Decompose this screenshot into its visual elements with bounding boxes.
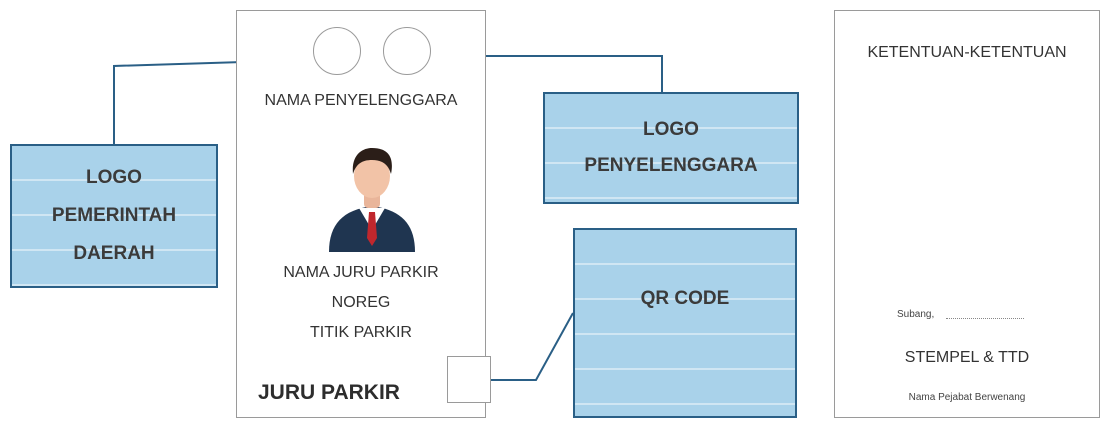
person-avatar-icon	[329, 148, 415, 252]
card-title: JURU PARKIR	[258, 381, 400, 404]
callout-line: QR CODE	[640, 288, 730, 309]
callout-qr-code: QR CODE	[573, 228, 797, 418]
callout-regional-gov-logo: LOGO PEMERINTAH DAERAH	[10, 144, 218, 288]
terms-title: KETENTUAN-KETENTUAN	[867, 44, 1067, 61]
organizer-logo-slot	[383, 27, 431, 75]
parking-point: TITIK PARKIR	[310, 324, 412, 341]
registration-number: NOREG	[331, 294, 391, 311]
callout-line: LOGO	[86, 167, 142, 188]
id-card-back	[834, 10, 1100, 418]
callout-line: PENYELENGGARA	[584, 155, 758, 176]
connector-organizer-logo	[406, 55, 663, 92]
callout-organizer-logo: LOGO PENYELENGGARA	[543, 92, 799, 204]
callout-line: DAERAH	[73, 243, 155, 264]
organizer-name: NAMA PENYELENGGARA	[264, 92, 458, 109]
parking-attendant-name: NAMA JURU PARKIR	[283, 264, 439, 281]
qr-code-slot	[447, 356, 491, 403]
callout-line: PEMERINTAH	[51, 205, 177, 226]
stamp-signature: STEMPEL & TTD	[904, 349, 1030, 366]
place-date: Subang,	[897, 309, 935, 320]
regional-gov-logo-slot	[313, 27, 361, 75]
authorized-official: Nama Pejabat Berwenang	[908, 392, 1026, 403]
date-dotted-line	[946, 318, 1024, 319]
callout-line: LOGO	[643, 119, 699, 140]
